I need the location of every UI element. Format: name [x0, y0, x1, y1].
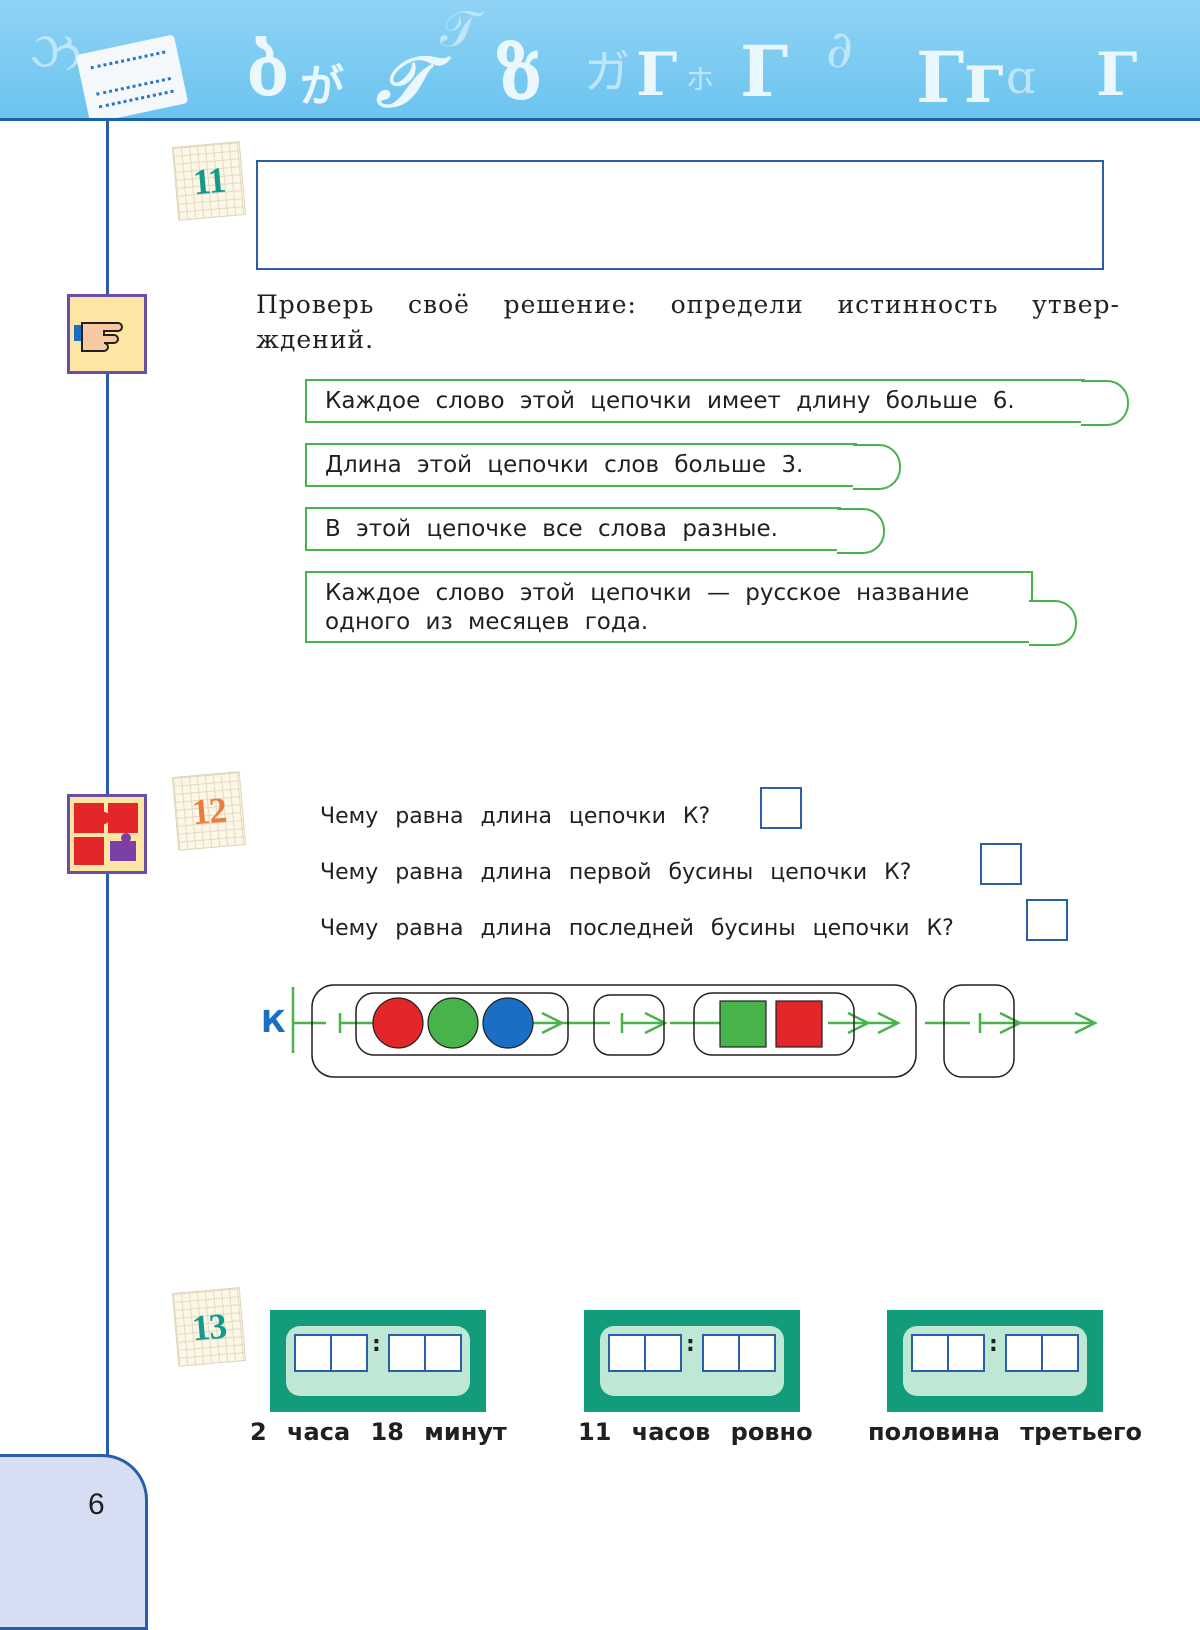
- green-square-bead: [719, 1000, 767, 1048]
- header-glyph: ზ: [496, 34, 543, 117]
- digit-cell[interactable]: [702, 1334, 740, 1372]
- truth-mark-2[interactable]: [853, 444, 901, 490]
- digital-clock-3: :: [887, 1310, 1103, 1412]
- digit-cell[interactable]: [608, 1334, 646, 1372]
- document-icon: [75, 34, 189, 118]
- header-glyph: Г: [740, 30, 789, 113]
- statement-4: Каждое слово этой цепочки — русское назв…: [305, 571, 1033, 643]
- clock-caption-1: 2 часа 18 минут: [250, 1418, 507, 1446]
- header-glyph: ホ: [686, 63, 715, 96]
- digit-cell[interactable]: [911, 1334, 949, 1372]
- digit-cell[interactable]: [1005, 1334, 1043, 1372]
- digit-cell[interactable]: [738, 1334, 776, 1372]
- digit-cell[interactable]: [1041, 1334, 1079, 1372]
- digit-cell[interactable]: [644, 1334, 682, 1372]
- page-number: 6: [88, 1488, 105, 1521]
- truth-mark-4[interactable]: [1029, 600, 1077, 646]
- header-glyph: ઝ: [30, 20, 82, 83]
- statement-2: Длина этой цепочки слов больше 3.: [305, 443, 857, 487]
- red-bead: [372, 997, 424, 1049]
- clock-caption-2: 11 часов ровно: [578, 1418, 813, 1446]
- task11-prompt: Проверь своё решение: определи истинност…: [256, 290, 1120, 319]
- digit-cell[interactable]: [424, 1334, 462, 1372]
- clock-caption-3: половина третьего: [868, 1418, 1143, 1446]
- answer-box-3[interactable]: [1026, 899, 1068, 941]
- puzzle-icon: [67, 794, 147, 874]
- green-bead: [427, 997, 479, 1049]
- question-2: Чему равна длина первой бусины цепочки К…: [320, 860, 912, 885]
- margin-line: [106, 118, 109, 1458]
- header-glyph: 𝒯: [376, 40, 430, 121]
- answer-box-2[interactable]: [980, 843, 1022, 885]
- header-glyph: ɑ: [1006, 50, 1036, 104]
- header-glyph: 𝒯: [440, 0, 479, 58]
- truth-mark-1[interactable]: [1081, 380, 1129, 426]
- question-1: Чему равна длина цепочки К?: [320, 804, 711, 829]
- pointing-hand-icon: [67, 294, 147, 374]
- digital-clock-2: :: [584, 1310, 800, 1412]
- statement-3: В этой цепочке все слова разные.: [305, 507, 841, 551]
- header-glyph: Г: [636, 40, 678, 110]
- digit-cell[interactable]: [947, 1334, 985, 1372]
- header-glyph: が: [300, 61, 344, 112]
- header-glyph: ∂: [826, 20, 853, 80]
- digit-cell[interactable]: [388, 1334, 426, 1372]
- statement-1: Каждое слово этой цепочки имеет длину бо…: [305, 379, 1085, 423]
- answer-box-1[interactable]: [760, 787, 802, 829]
- task-number-12: 12: [171, 771, 247, 851]
- truth-mark-3[interactable]: [837, 508, 885, 554]
- blue-bead: [482, 997, 534, 1049]
- header-glyph: ガ: [584, 45, 630, 99]
- page-number-tab: [0, 1454, 148, 1630]
- red-square-bead: [775, 1000, 823, 1048]
- header-glyph: ბ: [246, 30, 290, 113]
- answer-box[interactable]: [256, 160, 1104, 270]
- header-glyph: Гг: [916, 36, 1008, 119]
- digital-clock-1: :: [270, 1310, 486, 1412]
- bead-chain-diagram: [291, 984, 1098, 1078]
- task11-prompt-continued: ждений.: [256, 325, 375, 354]
- header-glyph: Г: [1096, 40, 1138, 110]
- header-banner: ઝ ბ が 𝒯 𝒯 ზ ガ Г ホ Г ∂ Гг ɑ Г: [0, 0, 1200, 121]
- chain-label: К: [261, 1005, 286, 1040]
- digit-cell[interactable]: [294, 1334, 332, 1372]
- digit-cell[interactable]: [330, 1334, 368, 1372]
- task-number-11: 11: [171, 141, 247, 221]
- question-3: Чему равна длина последней бусины цепочк…: [320, 916, 954, 941]
- task-number-13: 13: [171, 1287, 247, 1367]
